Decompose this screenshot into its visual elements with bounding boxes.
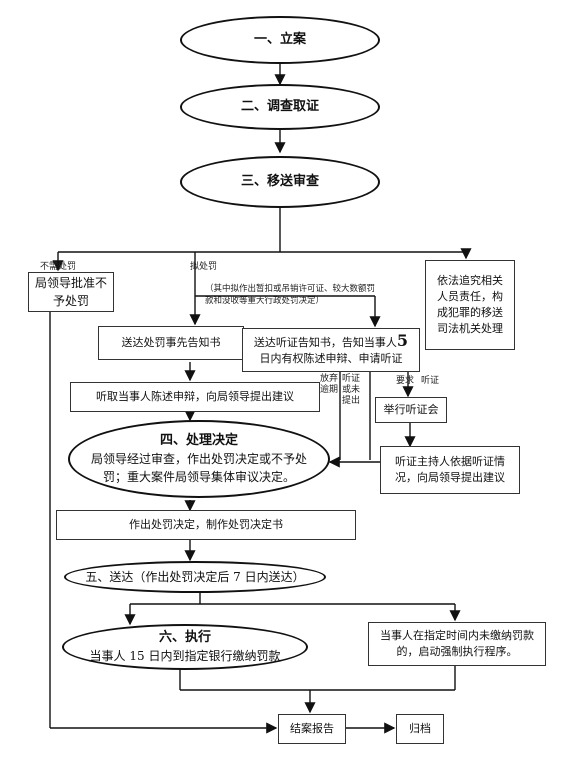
step-execution-body: 当事人 15 日内到指定银行缴纳罚款 — [89, 649, 281, 663]
box-no-penalty-label: 局领导批准不予处罚 — [34, 276, 107, 308]
box-enforcement: 当事人在指定时间内未缴纳罚款的，启动强制执行程序。 — [368, 622, 546, 666]
hearing-notice-days: 5 — [396, 331, 409, 350]
step-investigation: 二、调查取证 — [180, 84, 380, 130]
box-archive: 归档 — [396, 714, 444, 744]
box-hold-hearing-label: 举行听证会 — [383, 403, 439, 416]
step-execution: 六、执行 当事人 15 日内到指定银行缴纳罚款 — [62, 624, 308, 670]
box-listen-defense: 听取当事人陈述申辩，向局领导提出建议 — [70, 382, 320, 412]
step-investigation-label: 二、调查取证 — [240, 99, 319, 114]
step-filing-label: 一、立案 — [253, 32, 306, 47]
step-review-label: 三、移送审查 — [240, 174, 319, 189]
hearing-notice-text-a: 送达听证告知书，告知当事人 — [253, 336, 397, 349]
box-enforcement-label: 当事人在指定时间内未缴纳罚款的，启动强制执行程序。 — [380, 629, 534, 658]
step-delivery-label: 五、送达（作出处罚决定后 7 日内送达） — [85, 570, 305, 584]
box-listen-defense-label: 听取当事人陈述申辩，向局领导提出建议 — [96, 390, 294, 403]
box-close-report-label: 结案报告 — [290, 722, 334, 735]
hearing-notice-text-b: 日内有权陈述申辩、申请听证 — [259, 352, 403, 365]
box-hearing-host-label: 听证主持人依据听证情况，向局领导提出建议 — [395, 455, 505, 484]
step-delivery: 五、送达（作出处罚决定后 7 日内送达） — [64, 561, 326, 593]
box-criminal-transfer: 依法追究相关人员责任，构成犯罪的移送司法机关处理 — [425, 260, 515, 350]
step-review: 三、移送审查 — [180, 156, 380, 208]
note-major-cases: （其中拟作出暂扣或吊销许可证、较大数额罚款和没收等重大行政处罚决定） — [205, 284, 376, 306]
label-hearing: 听证 — [421, 376, 440, 386]
box-make-decision: 作出处罚决定，制作处罚决定书 — [56, 510, 356, 540]
label-proposed: 拟处罚 — [190, 262, 218, 272]
step-decision-title: 四、处理决定 — [159, 433, 238, 448]
label-waive: 放弃逾期 — [320, 374, 339, 395]
box-serve-notice-label: 送达处罚事先告知书 — [121, 336, 221, 349]
box-archive-label: 归档 — [409, 722, 431, 735]
step-execution-title: 六、执行 — [158, 630, 211, 645]
box-hearing-notice: 送达听证告知书，告知当事人5 日内有权陈述申辩、申请听证 — [242, 328, 420, 372]
step-filing: 一、立案 — [180, 16, 380, 64]
box-close-report: 结案报告 — [278, 714, 346, 744]
step-decision-body: 局领导经过审查，作出处罚决定或不予处罚；重大案件局领导集体审议决定。 — [90, 452, 307, 484]
box-criminal-transfer-label: 依法追究相关人员责任，构成犯罪的移送司法机关处理 — [437, 274, 503, 335]
box-make-decision-label: 作出处罚决定，制作处罚决定书 — [129, 518, 283, 531]
label-not-requested: 听证或未提出 — [342, 374, 361, 406]
box-hearing-host: 听证主持人依据听证情况，向局领导提出建议 — [380, 446, 520, 494]
box-hold-hearing: 举行听证会 — [375, 397, 447, 423]
label-no-penalty: 不需处罚 — [40, 262, 77, 272]
box-no-penalty: 局领导批准不予处罚 — [28, 272, 114, 312]
step-decision: 四、处理决定 局领导经过审查，作出处罚决定或不予处罚；重大案件局领导集体审议决定… — [68, 420, 330, 498]
box-serve-notice: 送达处罚事先告知书 — [98, 326, 244, 360]
label-request: 要求 — [396, 376, 415, 386]
